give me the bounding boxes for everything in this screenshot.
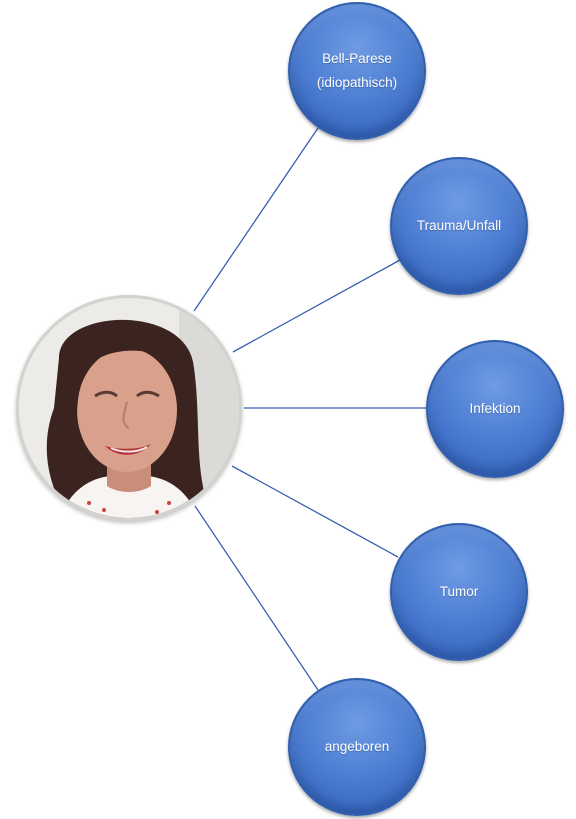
- connector-trauma: [232, 259, 401, 353]
- node-label: Tumor: [439, 584, 479, 599]
- connector-tumor: [231, 465, 399, 558]
- connector-angeboren: [194, 505, 319, 691]
- center-portrait-photo: [16, 295, 242, 521]
- node-trauma-unfall: Trauma/Unfall: [390, 157, 528, 295]
- node-bell-parese: Bell-Parese (idiopathisch): [288, 2, 426, 140]
- node-label: Bell-Parese (idiopathisch): [316, 51, 398, 90]
- node-label: angeboren: [324, 739, 390, 754]
- node-label: Trauma/Unfall: [416, 218, 502, 233]
- node-angeboren: angeboren: [288, 678, 426, 816]
- portrait-photo-icon: [19, 298, 239, 518]
- node-tumor: Tumor: [390, 523, 528, 661]
- node-infektion: Infektion: [426, 340, 564, 478]
- node-label: Infektion: [469, 401, 521, 416]
- connector-bell: [193, 127, 319, 312]
